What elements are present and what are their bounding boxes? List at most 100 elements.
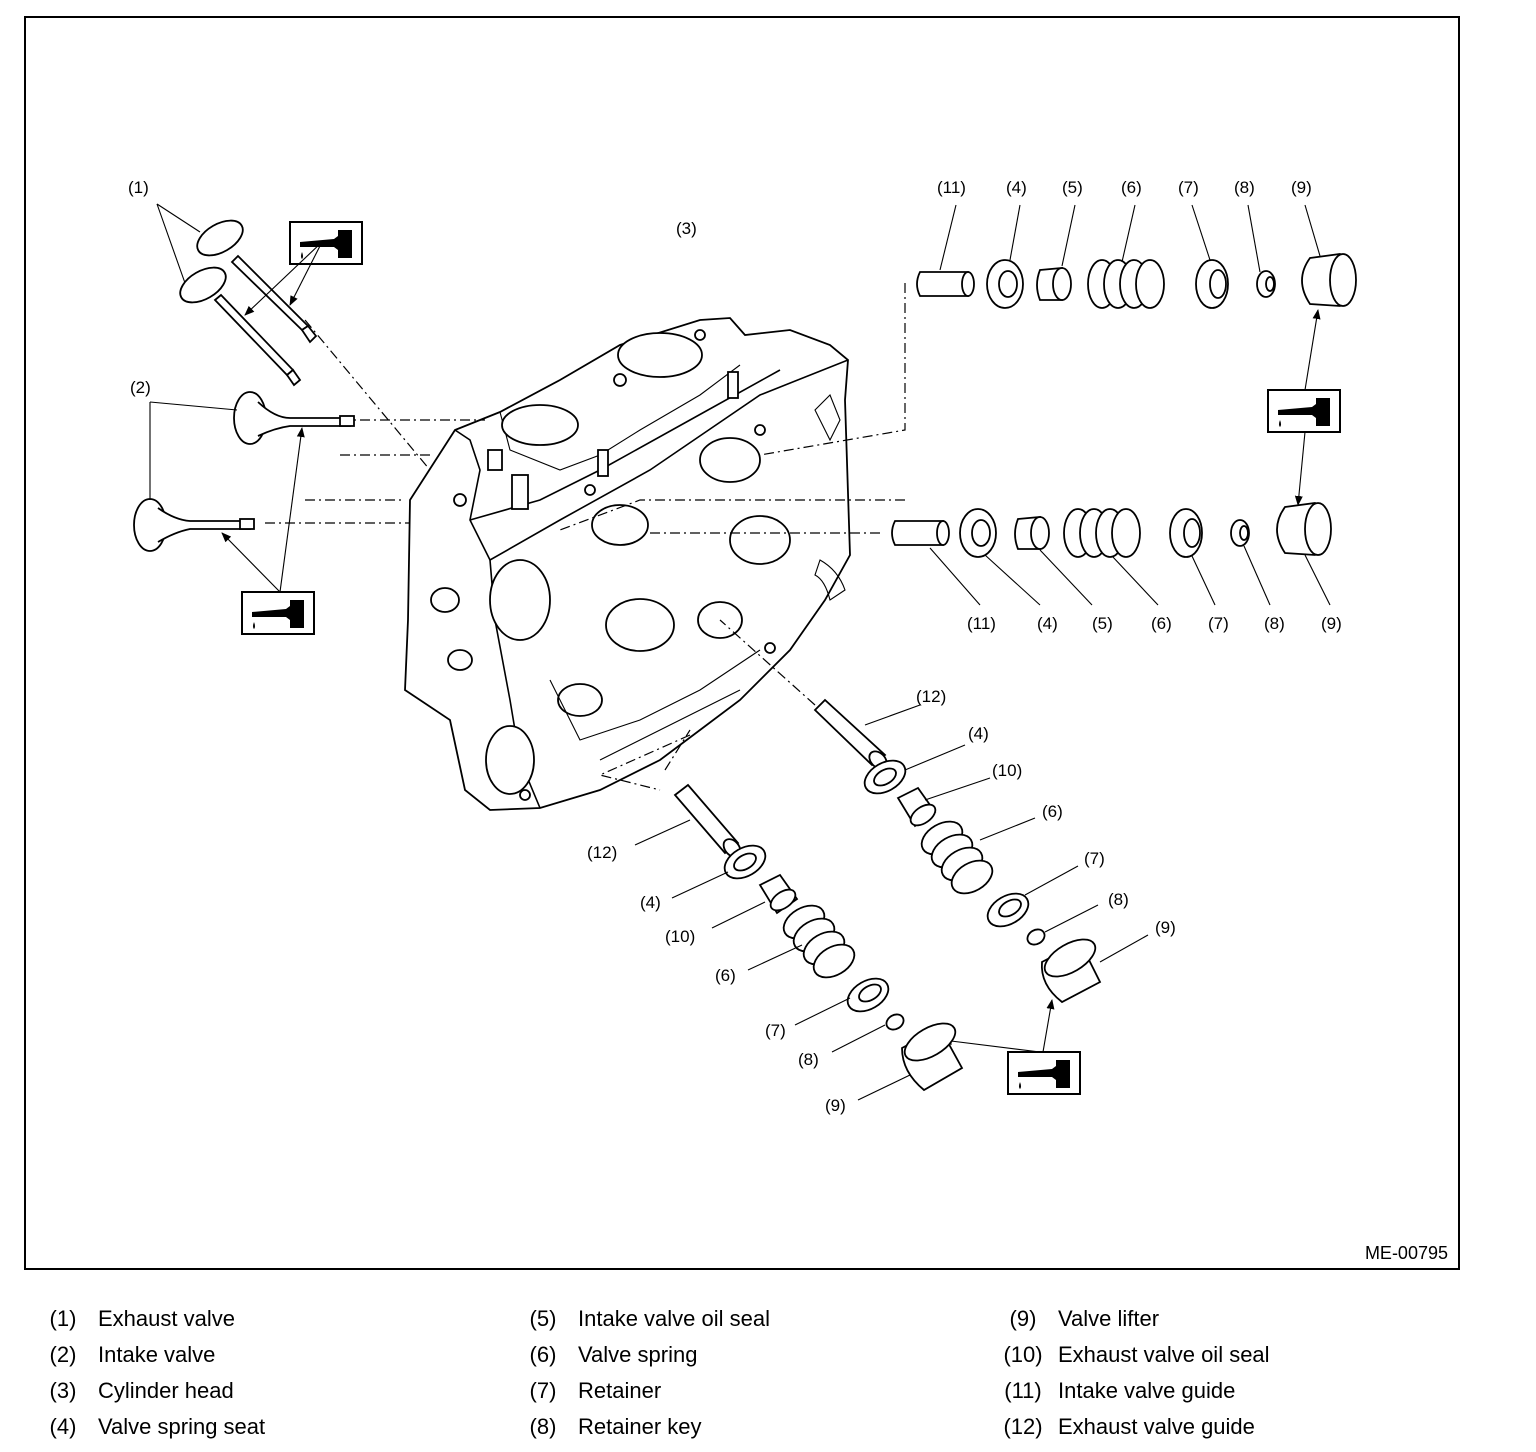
oil-arrow-7 — [942, 1037, 1041, 1053]
legend-label: Valve spring — [578, 1342, 698, 1367]
figure-id: ME-00795 — [1364, 1243, 1448, 1263]
callout-6-right: (6) — [1042, 802, 1063, 821]
oil-arrow-3 — [221, 532, 281, 593]
callout-12-right: (12) — [916, 687, 946, 706]
retainer-a — [986, 892, 1030, 928]
legend-number: (7) — [529, 1378, 557, 1403]
oil-arrow-6 — [1294, 431, 1306, 506]
callout-4-lower: (4) — [1037, 614, 1058, 633]
legend-number: (5) — [529, 1306, 557, 1331]
leader-12b — [634, 819, 691, 846]
retainer-lower — [1169, 508, 1203, 558]
callout-6-left: (6) — [715, 966, 736, 985]
intake-valve-oil-seal-lower — [1014, 516, 1050, 550]
legend-number: (12) — [1003, 1414, 1043, 1439]
intake-valve-guide-upper — [916, 271, 975, 297]
leader-8c — [1044, 904, 1099, 933]
callout-4-left: (4) — [640, 893, 661, 912]
leader-4a — [1009, 204, 1021, 261]
callout-7-left: (7) — [765, 1021, 786, 1040]
legend-number: (8) — [529, 1414, 557, 1439]
legend-label: Exhaust valve — [98, 1306, 235, 1331]
leader-10b — [711, 901, 766, 929]
intake-valve-guide-lower — [891, 520, 950, 546]
callout-9-right: (9) — [1155, 918, 1176, 937]
retainer-key-b — [885, 1013, 905, 1031]
valve-lifter-b — [901, 1022, 964, 1092]
callout-11-upper: (11) — [937, 178, 966, 197]
callout-7-lower: (7) — [1208, 614, 1229, 633]
valve-spring-seat-a — [863, 759, 907, 795]
callout-6-upper: (6) — [1121, 178, 1142, 197]
leader-11b — [929, 547, 981, 606]
leader-11a — [939, 204, 957, 271]
parts-legend: (1) Exhaust valve (2) Intake valve (3) C… — [0, 1300, 1536, 1450]
legend-number: (3) — [49, 1378, 77, 1403]
legend-label: Intake valve oil seal — [578, 1306, 770, 1331]
callout-4-upper: (4) — [1006, 178, 1027, 197]
diagram-frame — [24, 16, 1460, 1270]
exploded-view-diagram: (1) (2) (3) (11) (4) (5) (6) (7) (8) (9)… — [128, 178, 1357, 1115]
callout-12-left: (12) — [587, 843, 617, 862]
retainer-key-lower — [1230, 519, 1250, 547]
callout-2: (2) — [130, 378, 151, 397]
callout-1: (1) — [128, 178, 149, 197]
leader-6b — [1111, 555, 1159, 606]
valve-spring-seat-lower — [959, 508, 997, 558]
callout-10-left: (10) — [665, 927, 695, 946]
legend-label: Exhaust valve guide — [1058, 1414, 1255, 1439]
callout-9-upper: (9) — [1291, 178, 1312, 197]
oil-can-icon — [1267, 389, 1341, 433]
callout-5-lower: (5) — [1092, 614, 1113, 633]
intake-valve-1 — [233, 391, 355, 445]
legend-label: Intake valve — [98, 1342, 216, 1367]
leader-7a — [1191, 204, 1211, 261]
oil-arrow-8 — [1042, 999, 1055, 1053]
leader-7c — [1024, 865, 1079, 896]
leader-1b — [156, 203, 186, 284]
legend-label: Valve lifter — [1058, 1306, 1160, 1331]
legend-label: Exhaust valve oil seal — [1058, 1342, 1270, 1367]
leader-8a — [1247, 204, 1261, 273]
intake-valve-oil-seal-upper — [1036, 267, 1072, 301]
leader-5b — [1039, 549, 1093, 606]
valve-spring-a — [920, 820, 994, 895]
valve-spring-seat-b — [723, 844, 767, 880]
callout-3: (3) — [676, 219, 697, 238]
exhaust-valve-1 — [196, 219, 318, 344]
leader-10a — [924, 777, 991, 801]
leader-9b — [1304, 554, 1331, 606]
callout-7-upper: (7) — [1178, 178, 1199, 197]
leader-9a — [1304, 204, 1321, 257]
retainer-b — [846, 977, 890, 1013]
leader-2a — [149, 401, 238, 411]
leader-7d — [794, 997, 851, 1026]
exhaust-valve-2 — [179, 266, 302, 387]
legend-number: (11) — [1004, 1378, 1042, 1403]
callout-8-upper: (8) — [1234, 178, 1255, 197]
leader-4d — [671, 871, 729, 899]
callout-7-right: (7) — [1084, 849, 1105, 868]
legend-label: Intake valve guide — [1058, 1378, 1236, 1403]
exhaust-valve-oil-seal-b — [758, 873, 799, 915]
leader-6a — [1121, 204, 1136, 263]
leader-1a — [156, 203, 201, 233]
retainer-key-upper — [1256, 270, 1276, 298]
callout-8-left: (8) — [798, 1050, 819, 1069]
intake-valve-2 — [133, 498, 255, 552]
oil-arrow-2 — [289, 241, 323, 306]
callout-5-upper: (5) — [1062, 178, 1083, 197]
callout-10-right: (10) — [992, 761, 1022, 780]
leader-12a — [864, 704, 921, 726]
legend-number: (6) — [529, 1342, 557, 1367]
callout-labels: (1) (2) (3) (11) (4) (5) (6) (7) (8) (9)… — [128, 178, 1342, 1115]
valve-spring-lower — [1063, 508, 1141, 558]
callout-9-lower: (9) — [1321, 614, 1342, 633]
callout-6-lower: (6) — [1151, 614, 1172, 633]
oil-arrow-5 — [1304, 309, 1321, 391]
leader-5a — [1061, 204, 1076, 267]
legend-number: (9) — [1009, 1306, 1037, 1331]
leader-6c — [979, 817, 1036, 841]
leader-9c — [1099, 934, 1149, 963]
leader-4c — [904, 744, 966, 771]
